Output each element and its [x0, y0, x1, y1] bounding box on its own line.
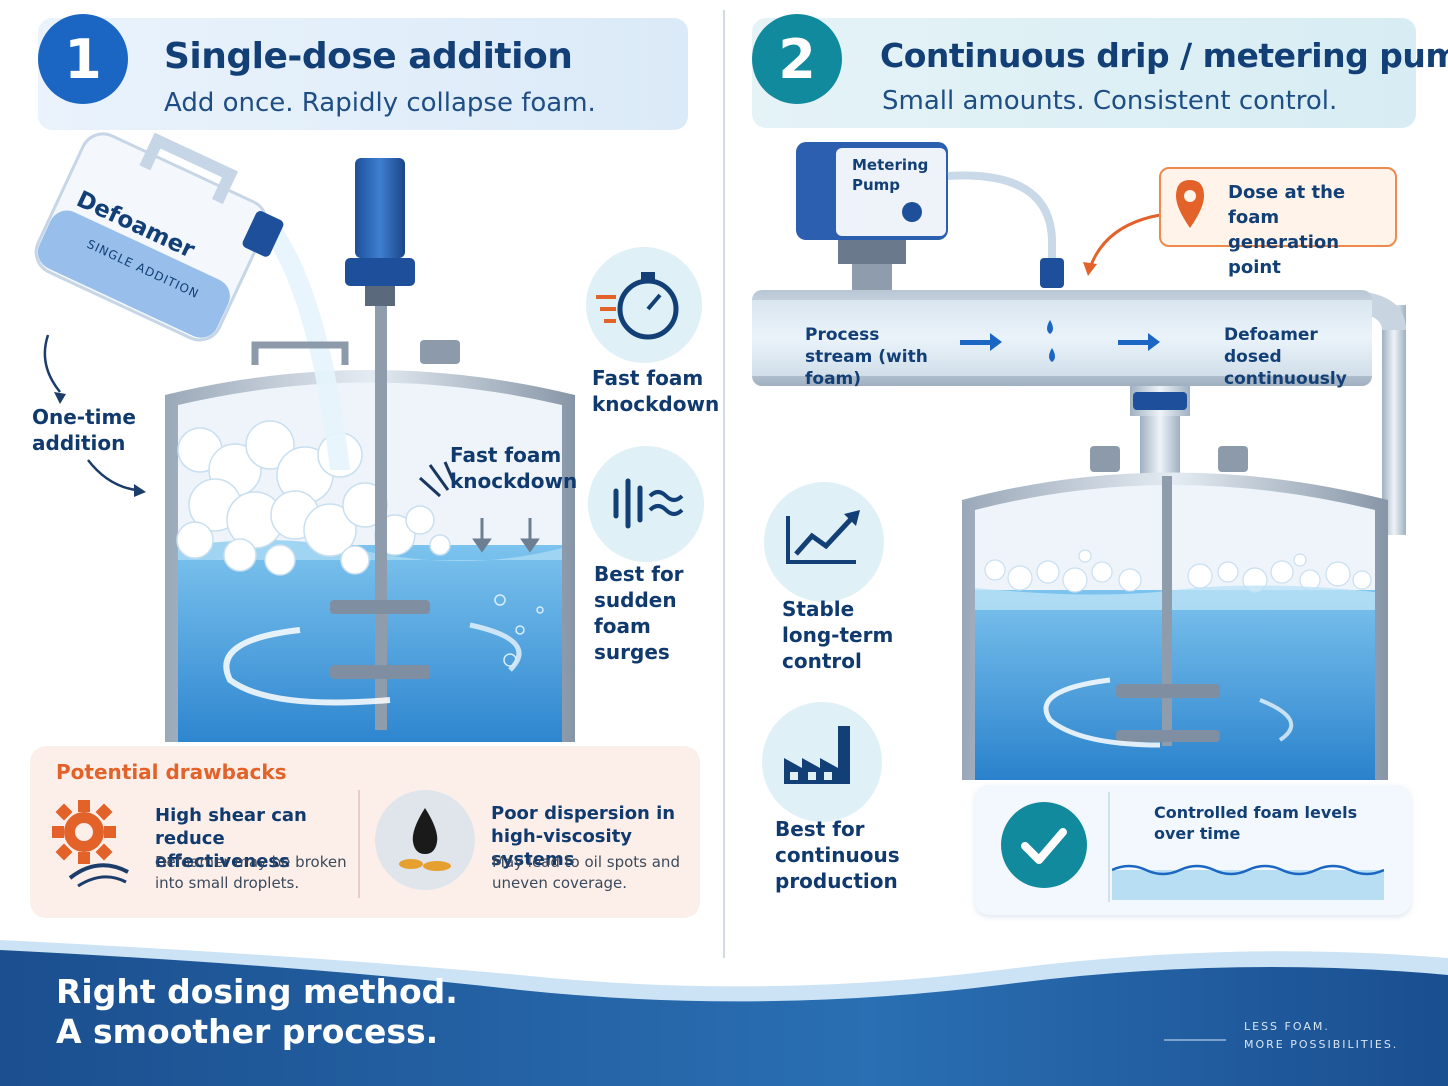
- tank-knockdown-label: Fast foam knockdown: [450, 443, 578, 493]
- drawback-shear-title: High shear can reduce effectiveness: [155, 805, 307, 872]
- pump-label: Metering Pump: [852, 156, 929, 194]
- section2-title: Continuous drip / metering pump: [880, 36, 1448, 75]
- benefit-continuous-production: Best for continuous production: [775, 817, 900, 893]
- gear-shear-icon: [52, 800, 129, 888]
- stopwatch-icon: [586, 247, 702, 363]
- section2-header: [752, 18, 1416, 128]
- drawbacks-panel: [30, 746, 700, 918]
- footer-tagline: LESS FOAM. MORE POSSIBILITIES.: [1244, 1018, 1398, 1054]
- drawback-dispersion-title: Poor dispersion in high-viscosity system…: [491, 803, 676, 870]
- drawbacks-title: Potential drawbacks: [56, 760, 287, 784]
- control-label: Controlled foam levels over time: [1154, 803, 1358, 843]
- footer-wave: [0, 940, 1448, 1086]
- footer-headline: Right dosing method. A smoother process.: [56, 972, 458, 1052]
- check-icon: [1001, 802, 1087, 888]
- drawback-shear-desc: Defoamer may be broken into small drople…: [155, 853, 347, 892]
- location-pin-icon: [1176, 180, 1204, 228]
- trend-up-icon: [764, 482, 884, 602]
- section2-subtitle: Small amounts. Consistent control.: [882, 86, 1338, 116]
- footer-line-1: Right dosing method.: [56, 972, 458, 1011]
- benefit-sudden-surges: Best for sudden foam surges: [594, 562, 684, 664]
- drawback-dispersion-desc: May lead to oil spots and uneven coverag…: [492, 853, 680, 892]
- surge-wave-icon: [588, 446, 704, 562]
- benefit-fast-knockdown: Fast foam knockdown: [592, 366, 720, 416]
- benefit-stable-control: Stable long-term control: [782, 597, 894, 673]
- stream-right-label: Defoamer dosed continuously: [1224, 325, 1347, 389]
- step-number-1: 1: [38, 14, 128, 104]
- callout-text: Dose at the foam generation point: [1228, 182, 1346, 278]
- footer-line-2: A smoother process.: [56, 1012, 439, 1051]
- foam-level-wave: [1112, 864, 1384, 900]
- section1-subtitle: Add once. Rapidly collapse foam.: [164, 88, 596, 118]
- foam-level-box: [1108, 792, 1398, 902]
- oil-drop-icon: [375, 790, 475, 890]
- metering-pump-tank-illustration: [752, 142, 1406, 780]
- drawbacks-divider: [358, 790, 360, 898]
- one-time-addition-label: One-time addition: [32, 405, 136, 455]
- section-divider: [723, 10, 725, 958]
- stream-left-label: Process stream (with foam): [805, 325, 928, 389]
- single-dose-tank-illustration: [34, 132, 575, 742]
- step-number-2: 2: [752, 14, 842, 104]
- section1-header: [38, 18, 688, 130]
- factory-icon: [762, 702, 882, 822]
- tagline-2: MORE POSSIBILITIES.: [1244, 1038, 1399, 1051]
- section1-title: Single-dose addition: [164, 36, 573, 77]
- tagline-1: LESS FOAM.: [1244, 1020, 1330, 1033]
